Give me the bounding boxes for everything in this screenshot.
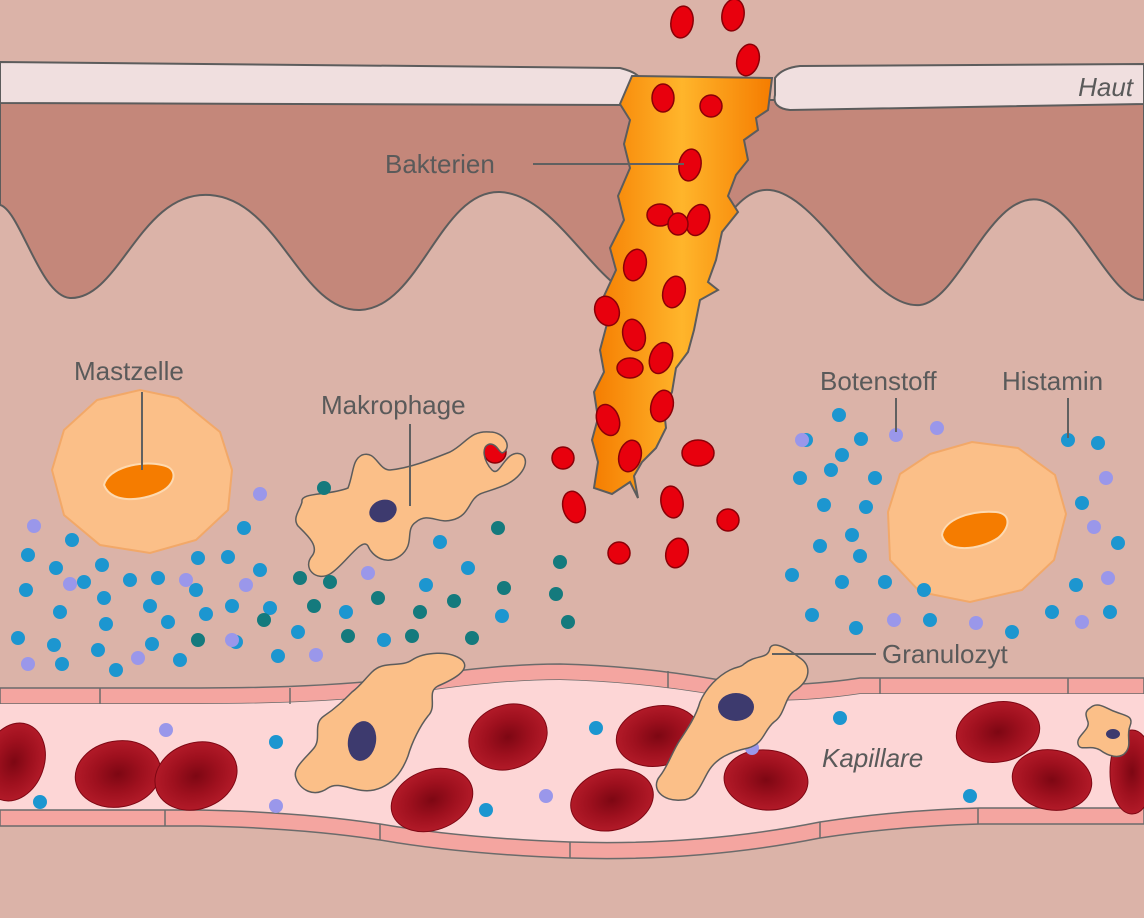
bacterium <box>621 318 647 352</box>
mast-cell-nucleus <box>102 462 175 501</box>
epidermis-right <box>773 62 1144 112</box>
red-blood-cell <box>723 749 809 811</box>
red-blood-cells <box>0 701 1144 833</box>
bacterium <box>670 5 694 39</box>
label-histamin: Histamin <box>1002 366 1103 396</box>
label-makrophage: Makrophage <box>321 390 466 420</box>
macrophage-nucleus <box>347 721 377 761</box>
messenger-dots-right <box>785 408 1125 639</box>
bacterium <box>648 341 674 375</box>
messenger-dots-left <box>11 481 575 677</box>
epidermis-left <box>0 60 642 107</box>
macrophage-in-capillary <box>294 652 466 794</box>
red-blood-cell <box>154 741 238 811</box>
label-haut: Haut <box>1078 72 1135 102</box>
bacterium <box>664 537 690 569</box>
bacterium <box>593 295 621 327</box>
bacterium <box>595 403 621 437</box>
bacterium <box>667 212 689 236</box>
bacterium <box>681 439 715 467</box>
bacterium <box>699 94 723 118</box>
bacterium <box>617 439 643 473</box>
bacterium <box>721 0 745 32</box>
granulocyte-nucleus <box>718 693 754 721</box>
mast-cell-left <box>50 388 234 555</box>
bacterium <box>561 490 587 524</box>
red-blood-cell <box>1011 749 1093 811</box>
red-blood-cell <box>955 701 1041 763</box>
granulocyte-migrating <box>655 644 809 801</box>
bacterium <box>616 357 644 379</box>
granulocyte-body <box>655 644 809 801</box>
mast-cell-right <box>886 440 1068 604</box>
bacterium <box>685 203 711 237</box>
granulocyte-small <box>1077 704 1132 758</box>
macrophage-body <box>294 652 466 794</box>
red-blood-cell <box>390 767 474 833</box>
granulocyte-body <box>1077 704 1132 758</box>
bacterium <box>622 248 648 282</box>
red-blood-cell <box>0 722 46 802</box>
bacteria-group <box>483 0 761 569</box>
bacterium <box>661 275 687 309</box>
mast-cell-nucleus <box>940 510 1009 550</box>
bacterium <box>651 83 675 113</box>
granulocyte-nucleus <box>1106 729 1120 739</box>
label-bakterien: Bakterien <box>385 149 495 179</box>
label-mastzelle: Mastzelle <box>74 356 184 386</box>
macrophage-nucleus <box>369 499 397 523</box>
bacterium <box>607 541 631 565</box>
red-blood-cell <box>570 768 654 832</box>
leader-lines <box>141 163 1069 655</box>
label-granulozyt: Granulozyt <box>882 639 1008 669</box>
bacterium <box>735 43 761 77</box>
capillary-lumen <box>0 680 1144 843</box>
label-kapillare: Kapillare <box>822 743 923 773</box>
dermis-layer <box>0 99 1144 312</box>
bacterium <box>551 446 575 470</box>
label-botenstoff: Botenstoff <box>820 366 937 396</box>
bacterium <box>660 485 684 519</box>
bacterium <box>649 389 675 423</box>
red-blood-cell <box>468 703 548 771</box>
bacterium <box>716 508 740 532</box>
